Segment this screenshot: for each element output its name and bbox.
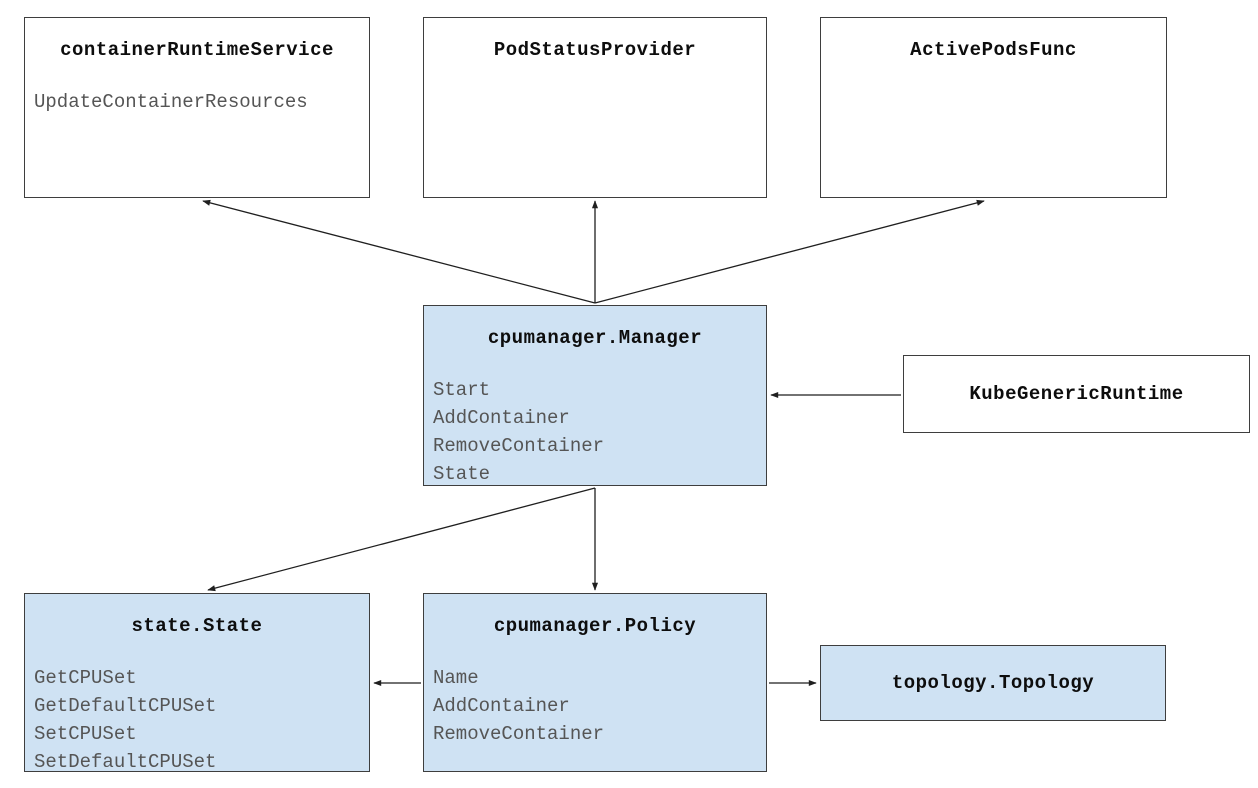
node-pod-status-provider: PodStatusProvider <box>423 17 767 198</box>
node-methods: GetCPUSet GetDefaultCPUSet SetCPUSet Set… <box>25 664 369 776</box>
method-label: RemoveContainer <box>433 723 605 745</box>
method-label: GetDefaultCPUSet <box>34 695 217 717</box>
method-label: UpdateContainerResources <box>34 91 308 113</box>
node-methods: UpdateContainerResources <box>25 88 369 116</box>
node-title: PodStatusProvider <box>493 39 697 61</box>
arrow-manager-to-active-pods-func <box>594 199 985 304</box>
method-label: State <box>433 463 491 485</box>
node-title: ActivePodsFunc <box>910 39 1077 61</box>
node-title: state.State <box>131 615 263 637</box>
method-label: SetDefaultCPUSet <box>34 751 217 773</box>
node-title: topology.Topology <box>891 672 1095 694</box>
node-title: containerRuntimeService <box>60 39 334 61</box>
node-title: cpumanager.Manager <box>487 327 703 349</box>
method-label: SetCPUSet <box>34 723 137 745</box>
method-label: RemoveContainer <box>433 435 605 457</box>
node-title: cpumanager.Policy <box>493 615 697 637</box>
arrow-manager-to-container-runtime-service <box>202 199 596 304</box>
node-active-pods-func: ActivePodsFunc <box>820 17 1167 198</box>
node-methods: Start AddContainer RemoveContainer State <box>424 376 766 488</box>
method-label: AddContainer <box>433 407 570 429</box>
node-cpumanager-policy: cpumanager.Policy Name AddContainer Remo… <box>423 593 767 772</box>
method-label: AddContainer <box>433 695 570 717</box>
node-container-runtime-service: containerRuntimeService UpdateContainerR… <box>24 17 370 198</box>
node-kube-generic-runtime: KubeGenericRuntime <box>903 355 1250 433</box>
method-label: Name <box>433 667 479 689</box>
node-methods: Name AddContainer RemoveContainer <box>424 664 766 748</box>
method-label: Start <box>433 379 491 401</box>
method-label: GetCPUSet <box>34 667 137 689</box>
arrow-manager-to-state <box>207 487 596 592</box>
node-topology-topology: topology.Topology <box>820 645 1166 721</box>
node-state-state: state.State GetCPUSet GetDefaultCPUSet S… <box>24 593 370 773</box>
node-title: KubeGenericRuntime <box>969 383 1184 405</box>
node-cpumanager-manager: cpumanager.Manager Start AddContainer Re… <box>423 305 767 486</box>
